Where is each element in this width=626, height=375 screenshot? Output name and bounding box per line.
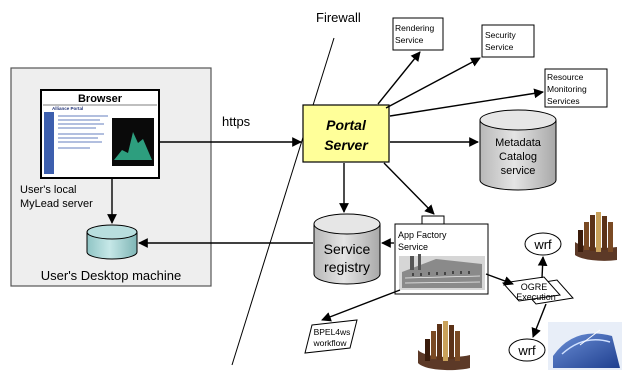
supercomputer-icon (575, 212, 617, 261)
resource-monitoring-box[interactable]: Resource Monitoring Services (544, 68, 608, 108)
metadata-catalog-label-2: Catalog (499, 151, 537, 163)
browser-content-lines (58, 115, 108, 149)
bpel-label-1: BPEL4ws (314, 327, 351, 337)
ogre-execution-box[interactable]: OGRE Execution (502, 276, 574, 305)
factory-building-image (399, 254, 485, 290)
rendering-service-label-1: Rendering (395, 23, 434, 33)
service-registry-label-2: registry (324, 259, 370, 275)
arrow-portal-to-rendering (377, 51, 421, 105)
resource-monitoring-label-1: Resource (547, 72, 584, 82)
arrow-portal-to-monitoring (389, 88, 544, 117)
bpel-label-2: workflow (312, 338, 347, 348)
security-service-label-2: Service (485, 42, 514, 52)
terrain-plot (114, 132, 152, 160)
security-service-label-1: Security (485, 30, 516, 40)
wrf-node-top[interactable]: wrf (524, 232, 562, 256)
portal-server-label-2: Server (324, 137, 369, 153)
resource-monitoring-label-2: Monitoring (547, 84, 587, 94)
local-mylead-cylinder[interactable] (86, 224, 138, 260)
https-label: https (222, 114, 251, 129)
arrow-ogre-to-wrf-top (537, 256, 548, 279)
local-server-label-2: MyLead server (20, 198, 93, 210)
browser-title: Browser (78, 93, 123, 105)
portal-server-label-1: Portal (326, 117, 367, 133)
rendering-service-label-2: Service (395, 35, 424, 45)
metadata-catalog-label-3: service (501, 165, 536, 177)
desktop-label: User's Desktop machine (41, 268, 181, 283)
resource-monitoring-label-3: Services (547, 96, 580, 106)
browser-nav-bar (44, 112, 54, 174)
metadata-catalog-cylinder[interactable]: Metadata Catalog service (479, 109, 557, 191)
app-factory-label-2: Service (398, 242, 428, 252)
ogre-label-2: Execution (516, 292, 556, 302)
arrow-ogre-to-wrf-bottom (531, 303, 547, 338)
radar-dish-icon (548, 322, 622, 370)
wrf-node-bottom[interactable]: wrf (508, 338, 546, 362)
local-server-label-1: User's local (20, 184, 77, 196)
supercomputer-icon-2 (418, 321, 470, 371)
security-service-box[interactable]: Security Service (481, 24, 535, 58)
arrow-portal-to-appfactory (383, 162, 435, 215)
app-factory-label-1: App Factory (398, 230, 447, 240)
connection-arrows (107, 51, 548, 338)
arrow-appfactory-to-ogre (485, 273, 514, 286)
rendering-service-box[interactable]: Rendering Service (392, 17, 444, 51)
firewall-line (231, 37, 335, 366)
metadata-catalog-label-1: Metadata (495, 137, 542, 149)
arrow-appfactory-to-bpel (321, 289, 401, 322)
browser-window[interactable]: Browser Alliance Portal (40, 89, 160, 179)
browser-portal-header: Alliance Portal (52, 106, 83, 111)
wrf-bottom-label: wrf (517, 343, 536, 358)
bpel-workflow-box[interactable]: BPEL4ws workflow (304, 319, 358, 354)
arrow-portal-to-security (385, 57, 481, 109)
firewall-label: Firewall (316, 10, 361, 25)
wrf-top-label: wrf (533, 237, 552, 252)
portal-server[interactable]: Portal Server (302, 104, 390, 163)
app-factory-box[interactable]: App Factory Service (394, 215, 489, 295)
service-registry-label-1: Service (324, 241, 371, 257)
ogre-label-1: OGRE (521, 282, 548, 292)
service-registry-cylinder[interactable]: Service registry (313, 213, 381, 285)
